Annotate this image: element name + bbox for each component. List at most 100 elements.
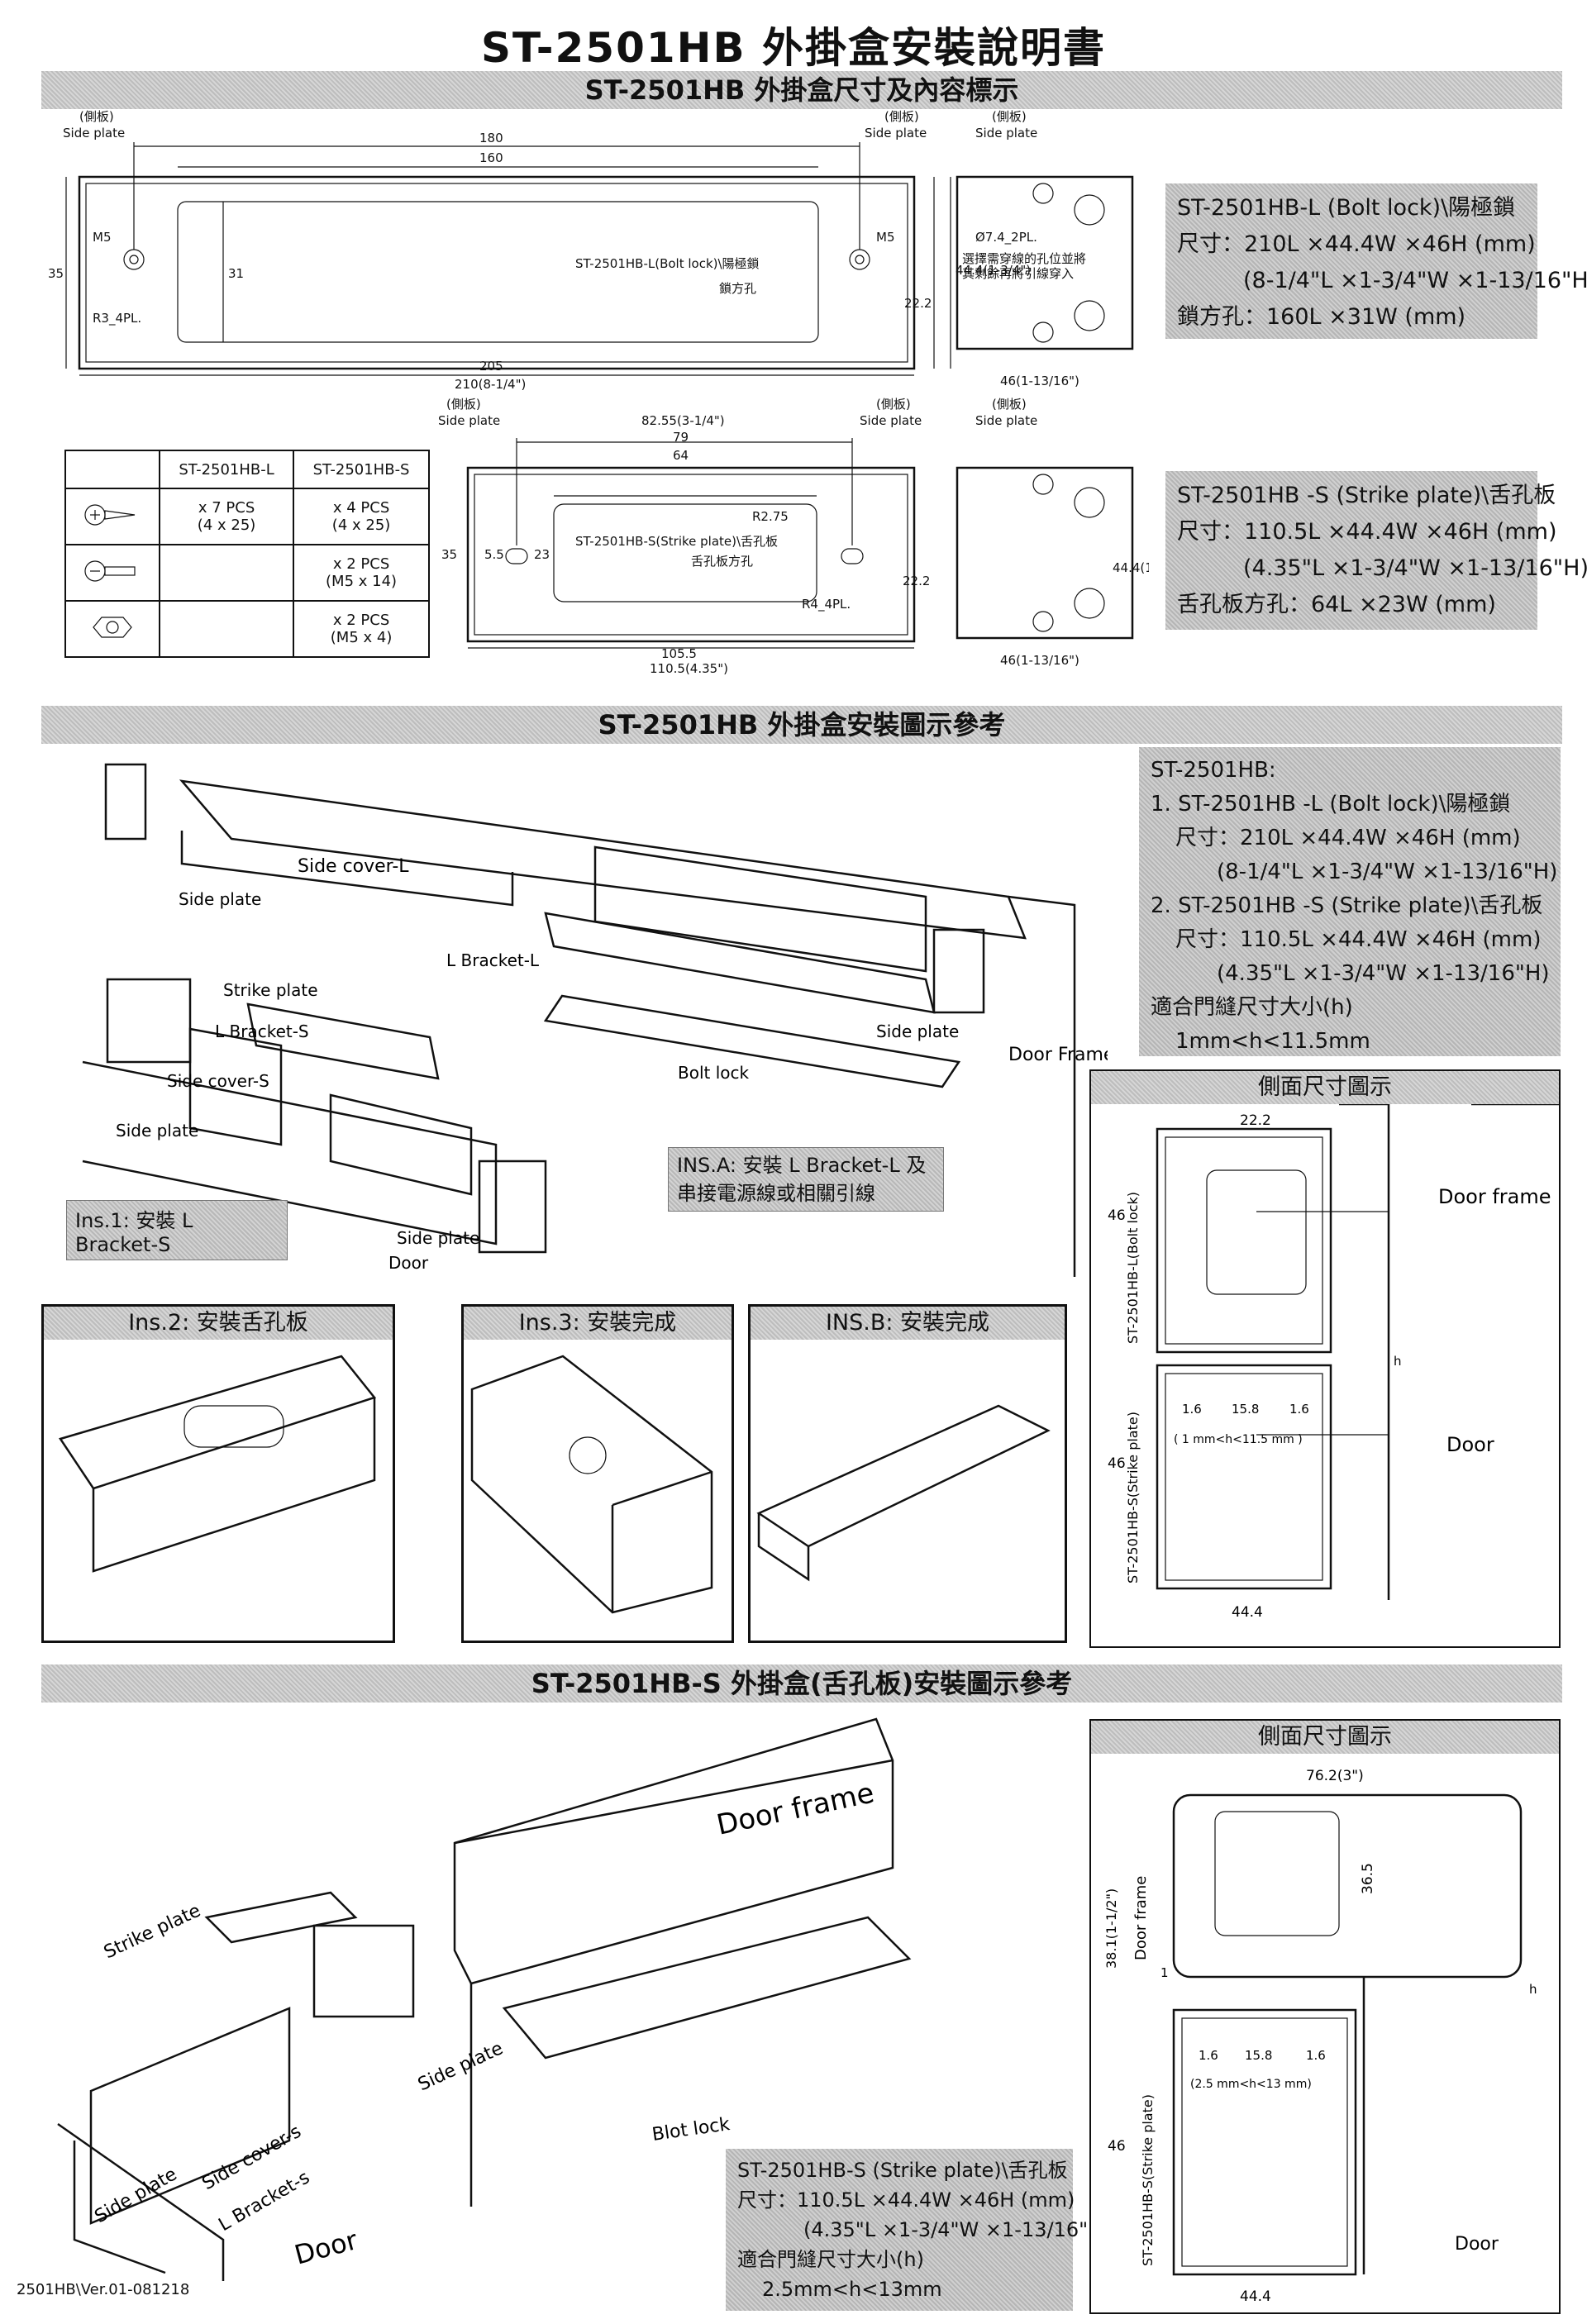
sv1-dim-22-2: 22.2 (1240, 1112, 1271, 1129)
side-plate-en-end: Side plate (975, 126, 1037, 140)
parts-s-size-3: (M5 x 4) (330, 629, 393, 646)
dim-35-s: 35 (441, 547, 457, 562)
sv2-one: 1 (1160, 1965, 1169, 1980)
side-view-1: 側面尺寸圖示 22.2 46 ST-2501HB-L(Bolt lock) Do… (1089, 1069, 1561, 1648)
side-view-1-title: 側面尺寸圖示 (1091, 1071, 1559, 1104)
spec-bolt-lock-line4: 鎖方孔：160L ×31W (mm) (1177, 304, 1466, 330)
spec-hb: ST-2501HB: 1. ST-2501HB -L (Bolt lock)\陽… (1139, 747, 1561, 1056)
spec-hb-line3: (8-1/4"L ×1-3/4"W ×1-13/16"H) (1217, 860, 1558, 884)
dim-22-2: 22.2 (904, 296, 932, 311)
sv1-range: ( 1 mm<h<11.5 mm ) (1174, 1433, 1303, 1446)
machine-screw-icon (84, 560, 136, 582)
sv1-label-l: ST-2501HB-L(Bolt lock) (1125, 1192, 1141, 1344)
parts-table: ST-2501HB-L ST-2501HB-S x 7 PCS(4 x 25) … (64, 450, 430, 658)
sv2-range: (2.5 mm<h<13 mm) (1190, 2078, 1312, 2091)
install-exploded-illustration: Side cover-L Side plate L Bracket-L Stri… (82, 763, 1108, 1277)
section-dimensions-header: ST-2501HB 外掛盒尺寸及內容標示 (41, 71, 1562, 109)
hole-label: Ø7.4_2PL. (975, 230, 1037, 245)
spec-s2-line4: 適合門縫尺寸大小(h) (737, 2248, 924, 2271)
label-side-plate-4: Side plate (397, 1228, 479, 1248)
dim-44-4: 44.4(1-3/4") (956, 263, 1031, 278)
side-plate-cn-end: (側板) (992, 109, 1027, 124)
spec-bolt-lock: ST-2501HB-L (Bolt lock)\陽極鎖 尺寸：210L ×44.… (1165, 183, 1587, 339)
sv1-h: h (1394, 1354, 1402, 1369)
step-ins2-illustration (59, 1355, 377, 1573)
sv1-d158: 15.8 (1232, 1402, 1259, 1417)
parts-s-size-1: (4 x 25) (331, 517, 391, 534)
sv1-door: Door (1446, 1433, 1494, 1456)
parts-row-hex-nut: x 2 PCS(M5 x 4) (64, 600, 430, 658)
spec-hb-line7: 適合門縫尺寸大小(h) (1151, 995, 1353, 1020)
step-insB: INS.B: 安裝完成 (748, 1304, 1067, 1643)
spec-hb-line4: 2. ST-2501HB -S (Strike plate)\舌孔板 (1151, 893, 1543, 918)
sv2-h: h (1529, 1982, 1537, 1997)
step-ins2-title: Ins.2: 安裝舌孔板 (44, 1307, 393, 1340)
dim-46-s: 46(1-13/16") (1000, 653, 1079, 668)
sv2-dim-44-4: 44.4 (1240, 2288, 1271, 2305)
hex-nut-icon (93, 616, 132, 638)
side-plate-en-right: Side plate (865, 126, 927, 140)
s3-side-plate-2: Side plate (92, 2164, 181, 2227)
label-side-cover-s: Side cover-S (167, 1071, 269, 1091)
label-l-bracket-l: L Bracket-L (446, 950, 540, 970)
label-side-cover-l: Side cover-L (298, 856, 409, 877)
step-ins3-title: Ins.3: 安裝完成 (464, 1307, 732, 1340)
spec-strike-line1: ST-2501HB -S (Strike plate)\舌孔板 (1177, 483, 1556, 508)
label-side-plate-2: Side plate (116, 1121, 198, 1141)
sv1-label-s: ST-2501HB-S(Strike plate) (1125, 1412, 1141, 1583)
lock-hole-note: 鎖方孔 (719, 281, 756, 296)
strike-install-illustration: Door frame Strike plate Side plate Side … (57, 1717, 912, 2281)
ins1-label: Ins.1: 安裝 L Bracket-S (66, 1200, 288, 1260)
spec-strike-plate: ST-2501HB -S (Strike plate)\舌孔板 尺寸：110.5… (1165, 471, 1587, 630)
spec-hb-line1: 1. ST-2501HB -L (Bolt lock)\陽極鎖 (1151, 792, 1511, 817)
spec-bolt-lock-line1: ST-2501HB-L (Bolt lock)\陽極鎖 (1177, 195, 1516, 221)
sv1-door-frame: Door frame (1438, 1185, 1551, 1208)
spec-bolt-lock-line2: 尺寸：210L ×44.4W ×46H (mm) (1177, 231, 1536, 257)
side-view-1-drawing: 22.2 46 ST-2501HB-L(Bolt lock) Door fram… (1108, 1102, 1559, 1621)
spec-hb-line6: (4.35"L ×1-3/4"W ×1-13/16"H) (1217, 961, 1550, 986)
label-strike-plate: Strike plate (223, 980, 318, 1000)
parts-header-s: ST-2501HB-S (293, 450, 430, 489)
dim-79: 79 (673, 430, 689, 445)
step-ins3-illustration (470, 1355, 713, 1614)
r3-label: R3_4PL. (93, 311, 141, 326)
s3-door: Door (291, 2224, 361, 2271)
step-ins3: Ins.3: 安裝完成 (461, 1304, 734, 1643)
wood-screw-icon (84, 503, 136, 526)
sv1-dim-46b: 46 (1108, 1455, 1126, 1472)
s3-strike-plate: Strike plate (101, 1901, 204, 1964)
step-insB-title: INS.B: 安裝完成 (751, 1307, 1065, 1340)
step-insB-illustration (756, 1404, 1051, 1582)
side-plate-cn-left: (側板) (79, 109, 114, 124)
side-view-2-title: 側面尺寸圖示 (1091, 1721, 1559, 1754)
spec-bolt-lock-line3: (8-1/4"L ×1-3/4"W ×1-13/16"H) (1243, 268, 1587, 293)
spec-hb-line5: 尺寸：110.5L ×44.4W ×46H (mm) (1175, 927, 1542, 952)
m5-left: M5 (93, 230, 112, 245)
strike-note: ST-2501HB-S(Strike plate)\舌孔板 (575, 534, 778, 549)
hole-note-1: 選擇需穿線的孔位並將 (962, 251, 1086, 266)
dim-31: 31 (228, 266, 244, 281)
label-side-plate-3: Side plate (876, 1022, 959, 1041)
bolt-lock-drawing: (側板) Side plate (側板) Side plate 180 160 … (48, 109, 1031, 392)
dim-205: 205 (479, 359, 503, 374)
spec-hb-line8: 1mm<h<11.5mm (1175, 1029, 1370, 1054)
label-door-frame: Door Frame (1008, 1045, 1108, 1065)
step-ins2: Ins.2: 安裝舌孔板 (41, 1304, 395, 1643)
dim-210: 210(8-1/4") (455, 377, 526, 392)
side-plate-cn-s-left: (側板) (446, 397, 481, 412)
sv2-d16a: 1.6 (1199, 2048, 1218, 2063)
label-side-plate-1: Side plate (179, 889, 261, 909)
spec-strike-line2: 尺寸：110.5L ×44.4W ×46H (mm) (1177, 519, 1557, 545)
side-plate-en-s-end: Side plate (975, 413, 1037, 428)
sv1-dim-44-4: 44.4 (1232, 1604, 1263, 1621)
spec-strike-line3: (4.35"L ×1-3/4"W ×1-13/16"H) (1243, 555, 1587, 581)
sv2-dim-76-2: 76.2(3") (1306, 1768, 1364, 1784)
parts-s-qty-3: x 2 PCS (332, 612, 390, 629)
dim-22-2-s: 22.2 (903, 574, 930, 588)
strike-plate-end-view: 44.4(1-3/4") (側板) Side plate 46(1-13/16"… (956, 397, 1149, 668)
spec-s2-line1: ST-2501HB-S (Strike plate)\舌孔板 (737, 2159, 1068, 2182)
dim-5-5: 5.5 (484, 547, 504, 562)
dim-46: 46(1-13/16") (1000, 374, 1079, 388)
label-door: Door (388, 1253, 429, 1273)
m5-right: M5 (876, 230, 895, 245)
